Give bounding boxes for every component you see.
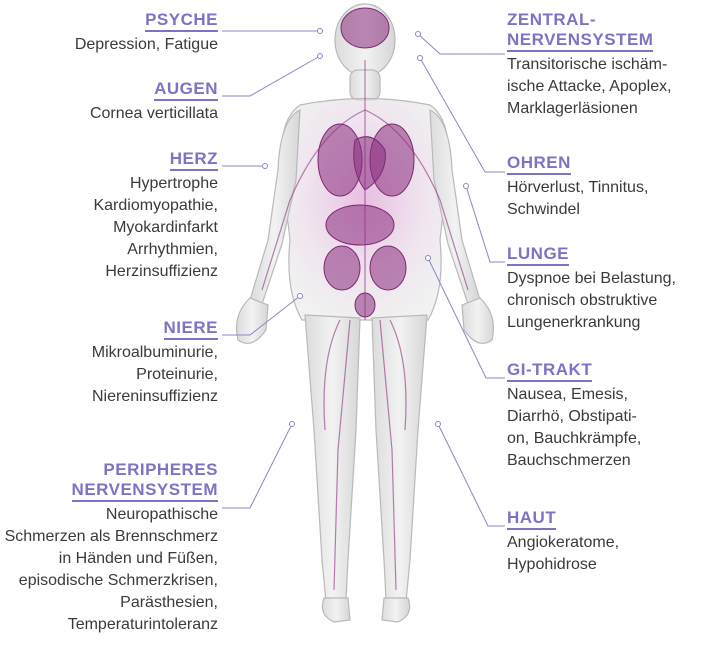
- liver-icon: [326, 205, 394, 245]
- heading-augen: AUGEN: [154, 79, 218, 101]
- label-peripheres-nervensystem: PERIPHERES NERVENSYSTEM Neuropathische S…: [0, 460, 218, 636]
- label-niere: NIERE Mikroalbuminurie, Proteinurie, Nie…: [0, 318, 218, 408]
- heading-haut: HAUT: [507, 508, 556, 530]
- heading-ohren: OHREN: [507, 153, 571, 175]
- desc-haut: Angiokeratome, Hypohidrose: [507, 532, 707, 576]
- desc-peripheres-nervensystem: Neuropathische Schmerzen als Brennschmer…: [0, 504, 218, 636]
- label-haut: HAUT Angiokeratome, Hypohidrose: [507, 508, 707, 576]
- label-augen: AUGEN Cornea verticillata: [0, 79, 218, 125]
- label-zentralnervensystem: ZENTRAL- NERVENSYSTEM Transitorische isc…: [507, 10, 707, 120]
- desc-zentralnervensystem: Transitorische ischäm- ische Attacke, Ap…: [507, 54, 707, 120]
- heading-peripheres-line1: PERIPHERES: [0, 460, 218, 480]
- label-herz: HERZ Hypertrophe Kardiomyopathie, Myokar…: [0, 149, 218, 283]
- heading-gi-trakt: GI-TRAKT: [507, 360, 592, 382]
- heading-psyche: PSYCHE: [145, 10, 218, 32]
- desc-herz: Hypertrophe Kardiomyopathie, Myokardinfa…: [0, 173, 218, 283]
- intestine-left-icon: [324, 246, 360, 290]
- heading-herz: HERZ: [170, 149, 218, 171]
- heading-peripheres-line2: NERVENSYSTEM: [72, 480, 218, 502]
- desc-psyche: Depression, Fatigue: [0, 34, 218, 56]
- desc-lunge: Dyspnoe bei Belastung, chronisch obstruk…: [507, 268, 707, 334]
- brain-icon: [341, 8, 389, 48]
- desc-niere: Mikroalbuminurie, Proteinurie, Nierenins…: [0, 342, 218, 408]
- heading-zns-line2: NERVENSYSTEM: [507, 30, 653, 52]
- label-psyche: PSYCHE Depression, Fatigue: [0, 10, 218, 56]
- heading-zns-line1: ZENTRAL-: [507, 10, 707, 30]
- desc-ohren: Hörverlust, Tinnitus, Schwindel: [507, 177, 707, 221]
- heading-lunge: LUNGE: [507, 244, 569, 266]
- intestine-right-icon: [370, 246, 406, 290]
- label-gi-trakt: GI-TRAKT Nausea, Emesis, Diarrhö, Obstip…: [507, 360, 707, 472]
- desc-gi-trakt: Nausea, Emesis, Diarrhö, Obstipati- on, …: [507, 384, 707, 472]
- desc-augen: Cornea verticillata: [0, 103, 218, 125]
- label-lunge: LUNGE Dyspnoe bei Belastung, chronisch o…: [507, 244, 707, 334]
- label-ohren: OHREN Hörverlust, Tinnitus, Schwindel: [507, 153, 707, 221]
- heading-niere: NIERE: [164, 318, 218, 340]
